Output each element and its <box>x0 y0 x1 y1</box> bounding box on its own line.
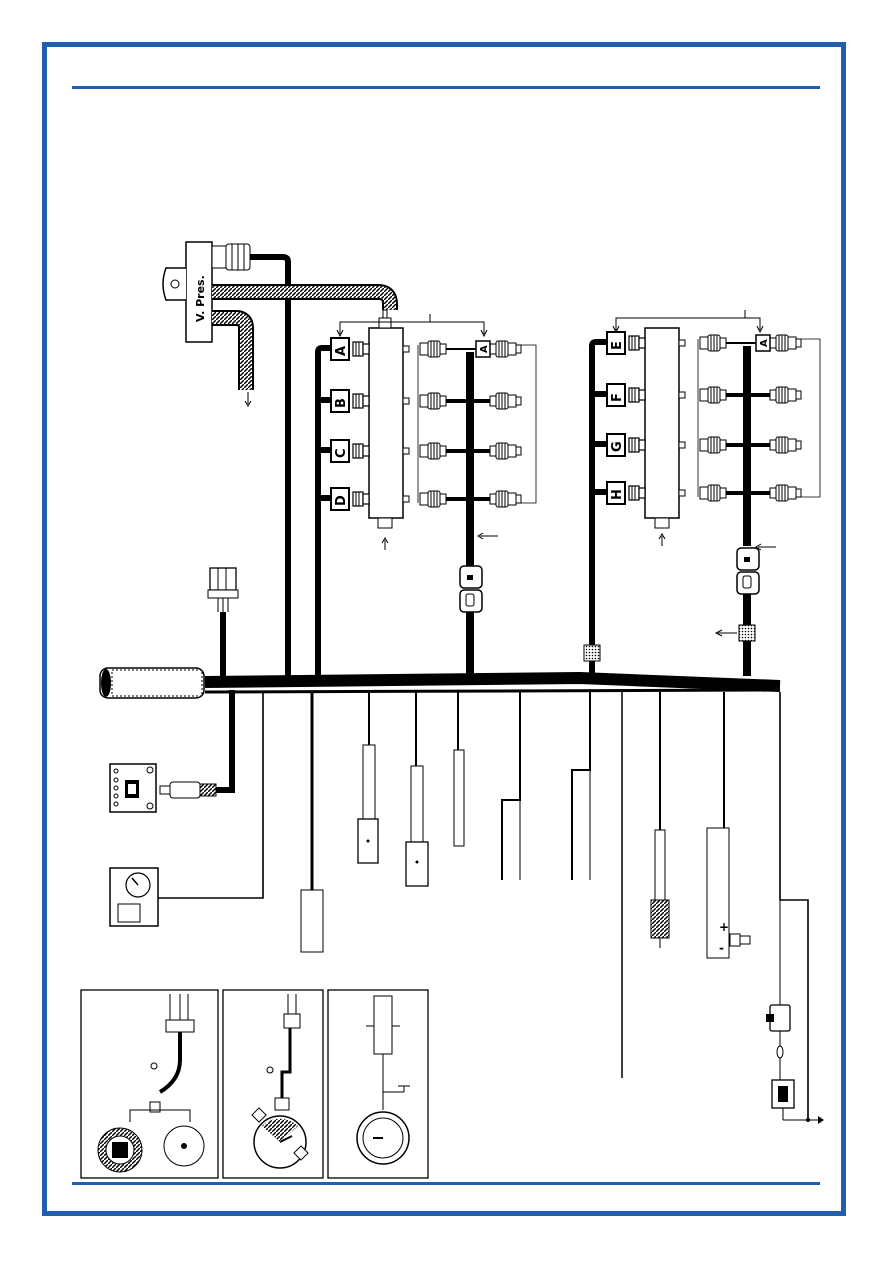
main-harness <box>205 678 780 692</box>
detail-box-2 <box>223 990 323 1178</box>
emulator-connector <box>208 568 238 612</box>
petrol-label-rail-1: A <box>479 345 490 353</box>
injector-label-g: G <box>610 441 625 452</box>
injector-label-h: H <box>610 489 625 500</box>
ground-icon <box>783 1116 824 1124</box>
detail-box-1 <box>81 990 218 1178</box>
connector-rail-1 <box>460 566 482 612</box>
injector-label-c: C <box>334 448 349 458</box>
detail-box-3 <box>328 990 428 1178</box>
injector-labels-rail-1: A B C D <box>331 338 349 510</box>
battery-minus-label: - <box>719 941 724 955</box>
pressure-sensor-label: V. Pres. <box>194 275 207 322</box>
relay-icon <box>772 1080 794 1120</box>
ecu-icon <box>100 668 204 698</box>
fuse-icon <box>766 1005 790 1080</box>
injector-label-b: B <box>334 398 349 408</box>
injector-label-d: D <box>334 495 349 506</box>
injector-label-a: A <box>334 346 349 356</box>
switch-icon <box>110 764 156 812</box>
injector-rail-1 <box>353 310 409 550</box>
petrol-label-rail-2: A <box>759 339 770 347</box>
injector-rail-2 <box>629 328 685 546</box>
injector-label-e: E <box>610 341 625 350</box>
connector-rail-2 <box>737 548 759 594</box>
switch-connector <box>160 782 216 798</box>
injector-label-f: F <box>610 393 625 402</box>
injector-labels-rail-2: E F G H <box>607 332 625 504</box>
battery-plus-label: + <box>719 920 729 934</box>
gauge-icon <box>110 868 158 926</box>
